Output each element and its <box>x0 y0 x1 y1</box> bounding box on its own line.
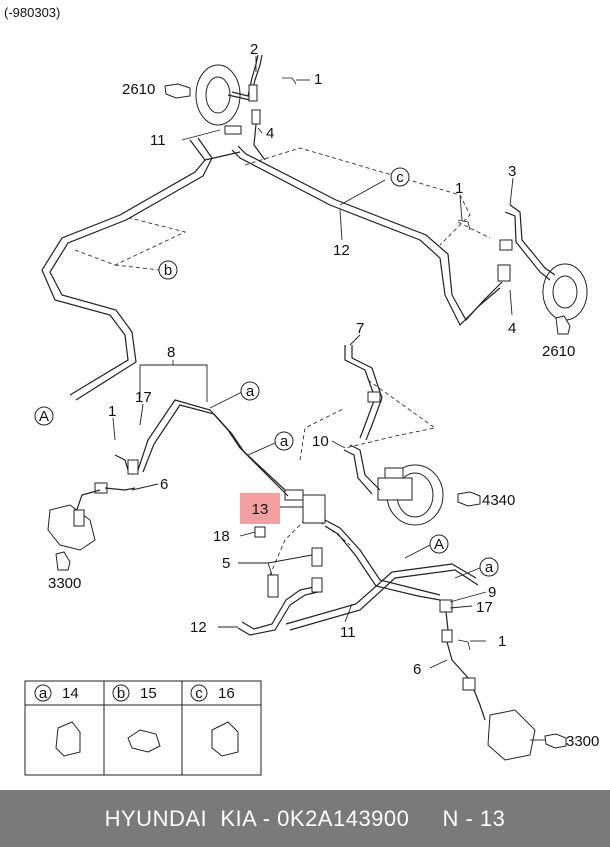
pointer-hand-icon <box>55 551 71 571</box>
callout-2610: 2610 <box>122 81 155 98</box>
callout-6: 6 <box>160 476 168 493</box>
proportioning-valve-13 <box>284 489 441 601</box>
pointer-hand-icon <box>555 315 571 335</box>
ref-circle-a <box>479 557 499 577</box>
callout-2: 2 <box>250 41 258 58</box>
callout-10: 10 <box>312 433 329 450</box>
legend-table: a 14 b 15 c 16 <box>24 680 262 776</box>
legend-part-number: 15 <box>140 685 157 702</box>
ref-circle-a <box>274 431 294 451</box>
callout-3: 3 <box>508 163 516 180</box>
clip-icon <box>55 721 81 757</box>
clip-icon <box>127 729 161 753</box>
callout-2610: 2610 <box>542 343 575 360</box>
callout-1: 1 <box>108 403 116 420</box>
highlight-box-13[interactable] <box>240 493 280 524</box>
ref-circle-c <box>390 167 410 187</box>
diagram-code: (-980303) <box>4 5 60 20</box>
callout-1: 1 <box>314 71 322 88</box>
ref-letter-a: a <box>485 559 494 576</box>
callout-7: 7 <box>356 320 364 337</box>
callout-18: 18 <box>213 528 230 545</box>
callout-6: 6 <box>413 661 421 678</box>
brake-line-diagram: (-980303) <box>4 5 599 776</box>
callout-11: 11 <box>340 624 356 641</box>
rear-right-brake-drum <box>457 204 588 321</box>
legend-letter: c <box>195 685 203 702</box>
callout-9: 9 <box>488 584 496 601</box>
ref-letter-b: b <box>164 262 172 279</box>
clip-icon <box>211 721 239 757</box>
footer-part-number: HYUNDAI KIA - 0K2A143900 N - 13 <box>104 805 506 831</box>
ref-letter-c: c <box>396 169 404 186</box>
legend-part-number: 16 <box>218 685 235 702</box>
callout-13: 13 <box>252 501 269 518</box>
legend-letter: b <box>117 685 125 702</box>
callout-17: 17 <box>476 599 493 616</box>
callout-11: 11 <box>150 132 166 149</box>
callout-17: 17 <box>135 389 152 406</box>
callout-1: 1 <box>498 633 506 650</box>
callout-3300: 3300 <box>566 733 599 750</box>
ref-circle-A <box>429 534 449 554</box>
callout-5: 5 <box>222 555 230 572</box>
front-left-brake-disc <box>195 54 297 161</box>
ref-letter-A: A <box>39 408 49 425</box>
ref-letter-A: A <box>434 536 444 553</box>
legend-part-number: 14 <box>62 685 79 702</box>
callout-4340: 4340 <box>482 492 515 509</box>
callout-1: 1 <box>455 180 463 197</box>
legend-item-b: b 15 <box>112 684 161 753</box>
brake-booster-master-cylinder <box>343 345 444 526</box>
callout-4: 4 <box>508 320 516 337</box>
dashed-guides <box>74 147 491 576</box>
callout-8: 8 <box>167 344 175 361</box>
pointer-hand-icon <box>164 83 191 99</box>
callout-12: 12 <box>333 242 350 259</box>
legend-item-a: a 14 <box>34 684 81 757</box>
callout-3300: 3300 <box>48 575 81 592</box>
front-right-caliper-hose <box>439 599 536 761</box>
legend-item-c: c 16 <box>190 684 239 757</box>
ref-circle-A <box>34 406 54 426</box>
ref-letter-a: a <box>280 433 289 450</box>
ref-circle-b <box>158 260 178 280</box>
footer-bar: HYUNDAI KIA - 0K2A143900 N - 13 <box>0 790 610 847</box>
front-left-caliper-hose <box>47 399 289 551</box>
legend-letter: a <box>39 685 48 702</box>
main-brake-line-bundle <box>41 137 503 401</box>
pointer-hand-icon <box>457 491 481 507</box>
ref-circle-a <box>240 381 260 401</box>
callout-4: 4 <box>266 125 274 142</box>
ref-letter-a: a <box>246 383 255 400</box>
callout-12: 12 <box>190 619 207 636</box>
pointer-hand-icon <box>544 733 567 749</box>
callout-labels: 1 2 2610 11 4 c 1 3 12 b 4 2610 7 8 A a … <box>34 41 599 750</box>
